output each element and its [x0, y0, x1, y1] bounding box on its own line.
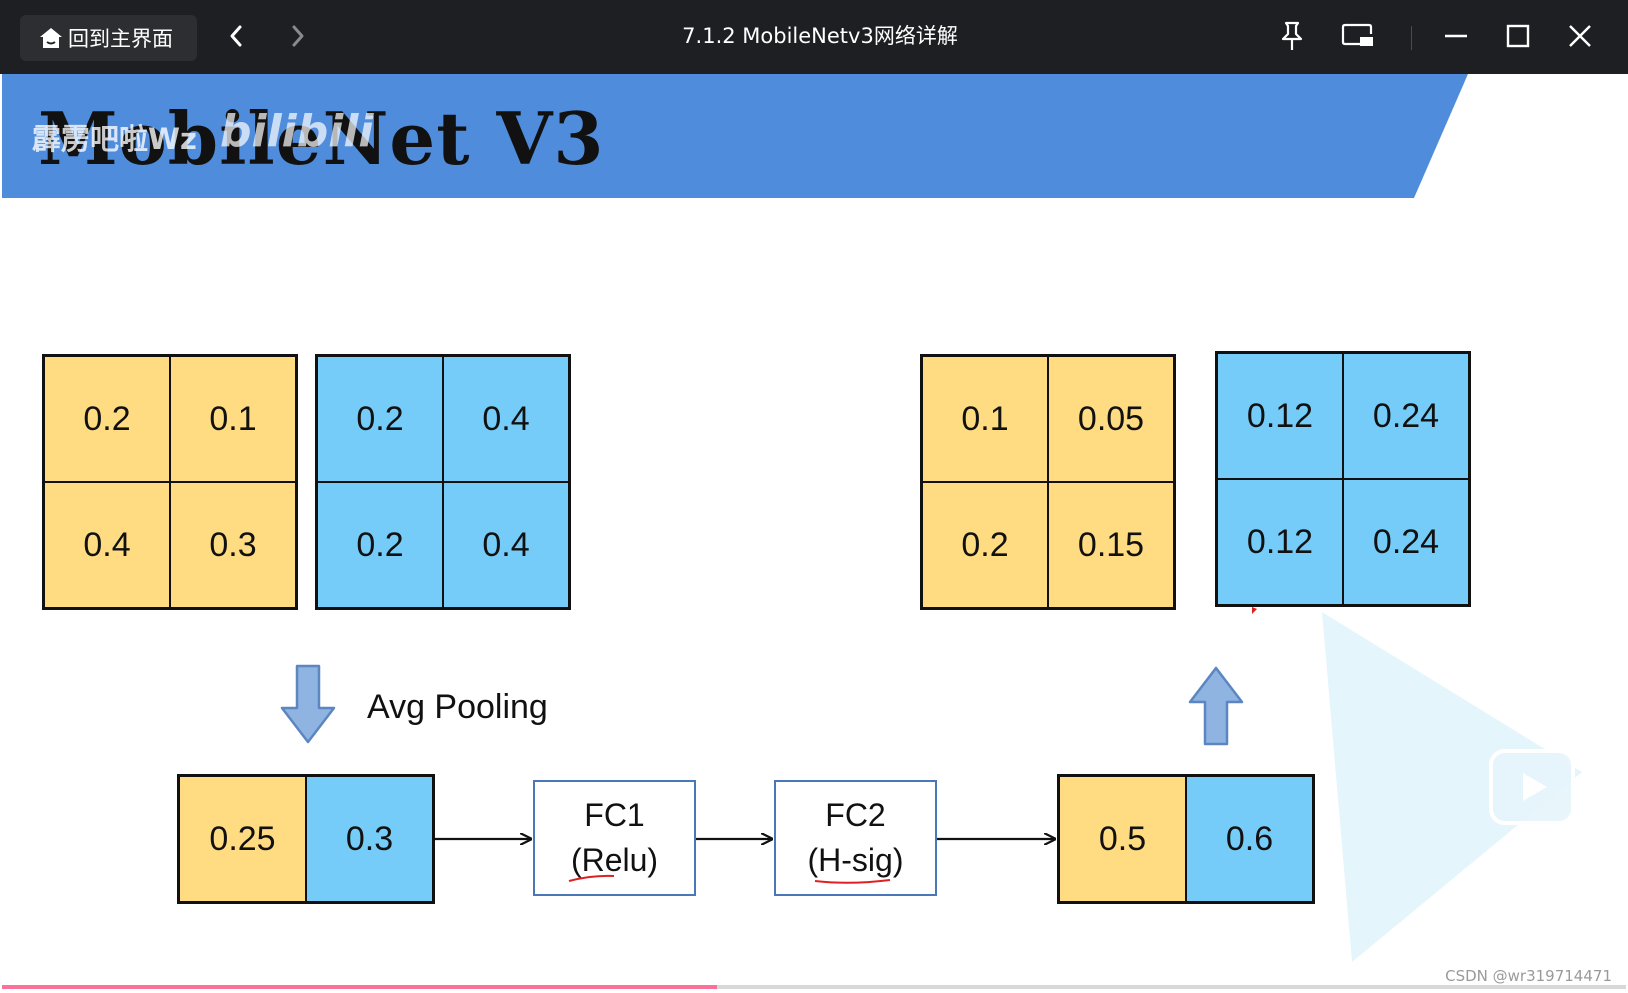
- grid-cell: 0.15: [1048, 482, 1174, 608]
- grid-cell: 0.1: [922, 356, 1048, 482]
- fc2-name: FC2: [825, 797, 886, 834]
- grid-cell: 0.5: [1059, 776, 1186, 902]
- video-frame[interactable]: MobileNet V3 霹雳吧啦Wz bilibili 0.2 0.1 0.4…: [2, 74, 1626, 989]
- grid-cell: 0.24: [1343, 479, 1469, 605]
- output-channel-yellow: 0.1 0.05 0.2 0.15: [920, 354, 1176, 610]
- scale-vector: 0.5 0.6: [1057, 774, 1315, 904]
- minimize-button[interactable]: [1436, 18, 1476, 58]
- home-icon: [38, 25, 64, 51]
- close-icon: [1567, 23, 1593, 53]
- pooled-vector: 0.25 0.3: [177, 774, 435, 904]
- grid-cell: 0.05: [1048, 356, 1174, 482]
- slide-title: MobileNet V3: [38, 96, 605, 181]
- avg-pooling-label: Avg Pooling: [367, 688, 548, 726]
- grid-cell: 0.4: [44, 482, 170, 608]
- window-title: 7.1.2 MobileNetv3网络详解: [682, 24, 958, 48]
- window-titlebar: 回到主界面 7.1.2 MobileNetv3网络详解: [0, 0, 1628, 74]
- uploader-watermark: 霹雳吧啦Wz: [32, 122, 197, 156]
- input-channel-blue: 0.2 0.4 0.2 0.4: [315, 354, 571, 610]
- play-watermark-icon: [1322, 612, 1582, 962]
- titlebar-divider: [1411, 26, 1412, 50]
- grid-cell: 0.24: [1343, 353, 1469, 479]
- maximize-icon: [1505, 23, 1531, 53]
- fc1-box: FC1 (Relu): [533, 780, 696, 896]
- grid-cell: 0.1: [170, 356, 296, 482]
- grid-cell: 0.2: [922, 482, 1048, 608]
- pin-button[interactable]: [1272, 18, 1312, 58]
- grid-cell: 0.3: [170, 482, 296, 608]
- csdn-credit: CSDN @wr319714471: [1445, 967, 1612, 985]
- pin-icon: [1278, 20, 1306, 56]
- up-arrow-icon: [1188, 666, 1244, 746]
- grid-cell: 0.6: [1186, 776, 1313, 902]
- output-channel-blue: 0.12 0.24 0.12 0.24: [1215, 351, 1471, 607]
- fc2-box: FC2 (H-sig): [774, 780, 937, 896]
- playback-progress-bar[interactable]: [2, 985, 1626, 989]
- fc1-activation: (Relu): [570, 842, 659, 878]
- grid-cell: 0.2: [317, 356, 443, 482]
- chevron-right-icon: [290, 24, 306, 52]
- back-button[interactable]: [216, 18, 256, 58]
- fc1-name: FC1: [584, 797, 645, 834]
- input-channel-yellow: 0.2 0.1 0.4 0.3: [42, 354, 298, 610]
- bilibili-tv-icon: [1489, 749, 1575, 825]
- chevron-left-icon: [228, 24, 244, 52]
- grid-cell: 0.4: [443, 356, 569, 482]
- grid-cell: 0.4: [443, 482, 569, 608]
- flow-arrows: [435, 607, 1257, 884]
- grid-cell: 0.2: [44, 356, 170, 482]
- mini-window-button[interactable]: [1338, 18, 1378, 58]
- grid-cell: 0.12: [1217, 479, 1343, 605]
- home-button[interactable]: 回到主界面: [20, 15, 197, 61]
- fc2-activation: (H-sig): [807, 842, 904, 878]
- playback-progress-fill: [2, 985, 717, 989]
- close-button[interactable]: [1560, 18, 1600, 58]
- bilibili-logo: bilibili: [220, 106, 374, 157]
- down-arrow-icon: [280, 664, 336, 744]
- spell-underline: [568, 874, 615, 882]
- spell-underline: [814, 879, 891, 884]
- grid-cell: 0.2: [317, 482, 443, 608]
- minimize-icon: [1443, 23, 1469, 53]
- grid-cell: 0.25: [179, 776, 306, 902]
- cursor-mark: [1252, 607, 1257, 614]
- title-banner: [2, 74, 1468, 198]
- forward-button[interactable]: [278, 18, 318, 58]
- home-button-label: 回到主界面: [68, 27, 173, 51]
- grid-cell: 0.12: [1217, 353, 1343, 479]
- grid-cell: 0.3: [306, 776, 433, 902]
- picture-in-picture-icon: [1341, 22, 1375, 54]
- maximize-button[interactable]: [1498, 18, 1538, 58]
